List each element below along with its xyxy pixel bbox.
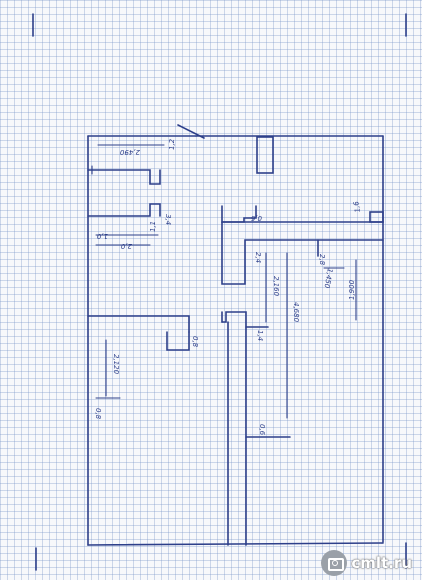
dim-label-5: 3,4 [164,214,172,225]
watermark: cmlt.ru [321,550,412,576]
dim-label-9: 2,160 [272,276,280,297]
left-partitions [87,165,190,351]
dim-label-16: 2,120 [112,354,120,375]
dim-label-10: 4,680 [292,302,300,323]
dim-label-8: 2,4 [254,252,262,263]
top-column [256,136,274,174]
dim-label-12: 1,450 [322,268,333,290]
dim-label-18: 1,4 [256,330,264,341]
camera-icon [321,550,348,576]
outer-walls [87,124,384,546]
dim-label-19: 0,6 [258,424,266,436]
dim-label-15: 0,8 [191,336,199,348]
dim-label-2: 1,2 [168,138,176,150]
dim-label-17: 0,8 [94,408,102,420]
central-walls [221,205,384,546]
dim-label-1: 2,490 [119,148,140,156]
dim-label-4: 0,6 [250,214,262,222]
dim-label-11: 1,6 [352,200,362,213]
dimension-lines [95,144,357,419]
dim-label-14: 2,8 [318,254,326,266]
dim-label-6: 1,0 [96,232,108,240]
dim-label-7: 2,0 [120,242,132,250]
dim-label-3: 1,1 [149,221,157,232]
watermark-brand: cmlt.ru [351,554,412,572]
dim-label-13: 1,900 [348,279,356,300]
